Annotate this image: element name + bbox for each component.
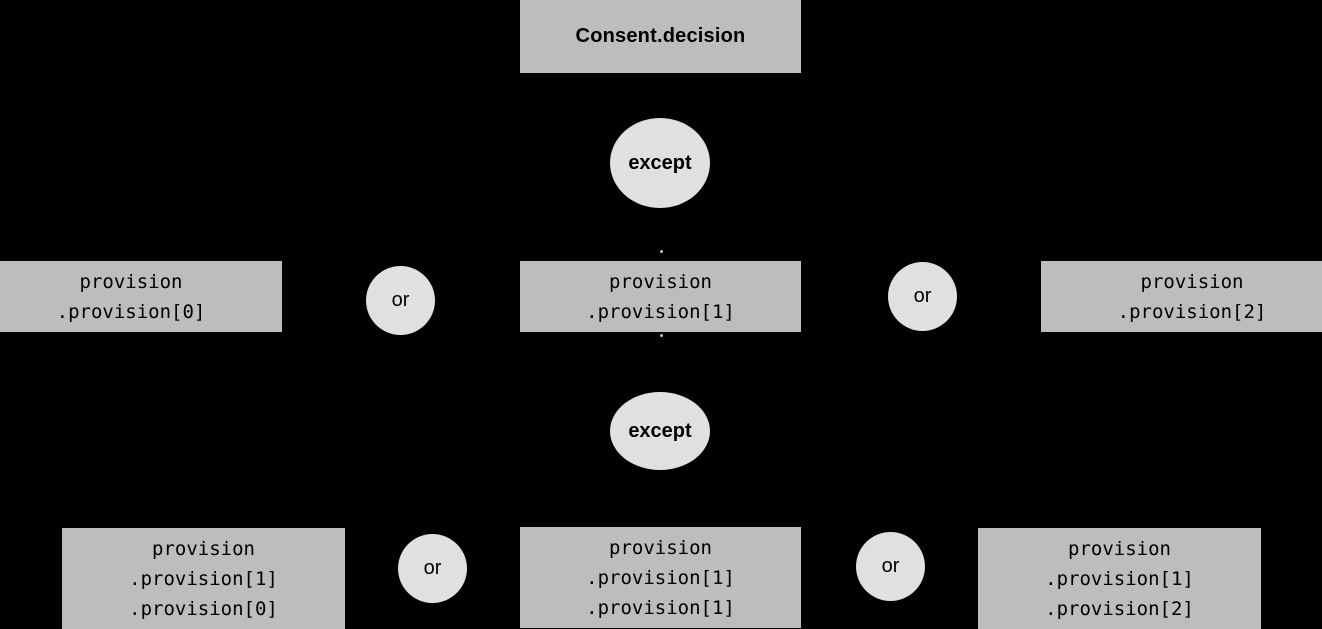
operator-except-level-2[interactable]: except <box>610 392 710 470</box>
operator-or-middle-right-label: or <box>913 285 932 307</box>
operator-or-bottom-left[interactable]: or <box>398 534 467 603</box>
operator-or-bottom-left-label: or <box>423 557 442 579</box>
operator-except-level-1-label: except <box>628 151 692 174</box>
node-provision-2-line-2: .provision[2] <box>1117 300 1267 323</box>
operator-or-middle-right[interactable]: or <box>888 262 957 331</box>
node-provision-1-2[interactable]: provision .provision[1] .provision[2] <box>978 528 1261 629</box>
node-provision-2-line-1: provision <box>1140 270 1244 293</box>
edge-dot-below-provision-1 <box>660 334 663 337</box>
operator-or-bottom-right[interactable]: or <box>856 532 925 601</box>
node-provision-1-2-line-1: provision <box>1068 537 1171 560</box>
operator-or-bottom-right-label: or <box>881 555 900 577</box>
operator-or-middle-left[interactable]: or <box>366 266 435 335</box>
node-provision-0-line-2: .provision[0] <box>56 300 206 323</box>
node-provision-1-0-line-1: provision <box>152 537 255 560</box>
node-provision-1-0[interactable]: provision .provision[1] .provision[0] <box>62 528 345 629</box>
node-provision-1-line-1: provision <box>609 270 712 293</box>
edge-dot-above-provision-1 <box>660 250 663 253</box>
node-provision-1-1-line-1: provision <box>609 536 712 559</box>
node-provision-1-0-line-2: .provision[1] <box>129 567 278 590</box>
node-provision-1-1-line-3: .provision[1] <box>586 596 735 619</box>
operator-or-middle-left-label: or <box>391 289 410 311</box>
operator-except-level-1[interactable]: except <box>610 118 710 208</box>
node-provision-1-0-line-3: .provision[0] <box>129 597 278 620</box>
node-provision-0-line-1: provision <box>79 270 183 293</box>
node-provision-1-1[interactable]: provision .provision[1] .provision[1] <box>520 527 801 628</box>
node-provision-1-2-line-2: .provision[1] <box>1045 567 1194 590</box>
operator-except-level-2-label: except <box>628 419 692 442</box>
node-provision-1-1-line-2: .provision[1] <box>586 566 735 589</box>
node-provision-0[interactable]: provision .provision[0] <box>0 261 282 332</box>
node-provision-1-line-2: .provision[1] <box>586 300 735 323</box>
node-consent-decision-label: Consent.decision <box>575 25 746 47</box>
node-provision-2[interactable]: provision .provision[2] <box>1041 261 1322 332</box>
node-consent-decision[interactable]: Consent.decision <box>520 0 801 73</box>
node-provision-1[interactable]: provision .provision[1] <box>520 261 801 332</box>
node-provision-1-2-line-3: .provision[2] <box>1045 597 1194 620</box>
